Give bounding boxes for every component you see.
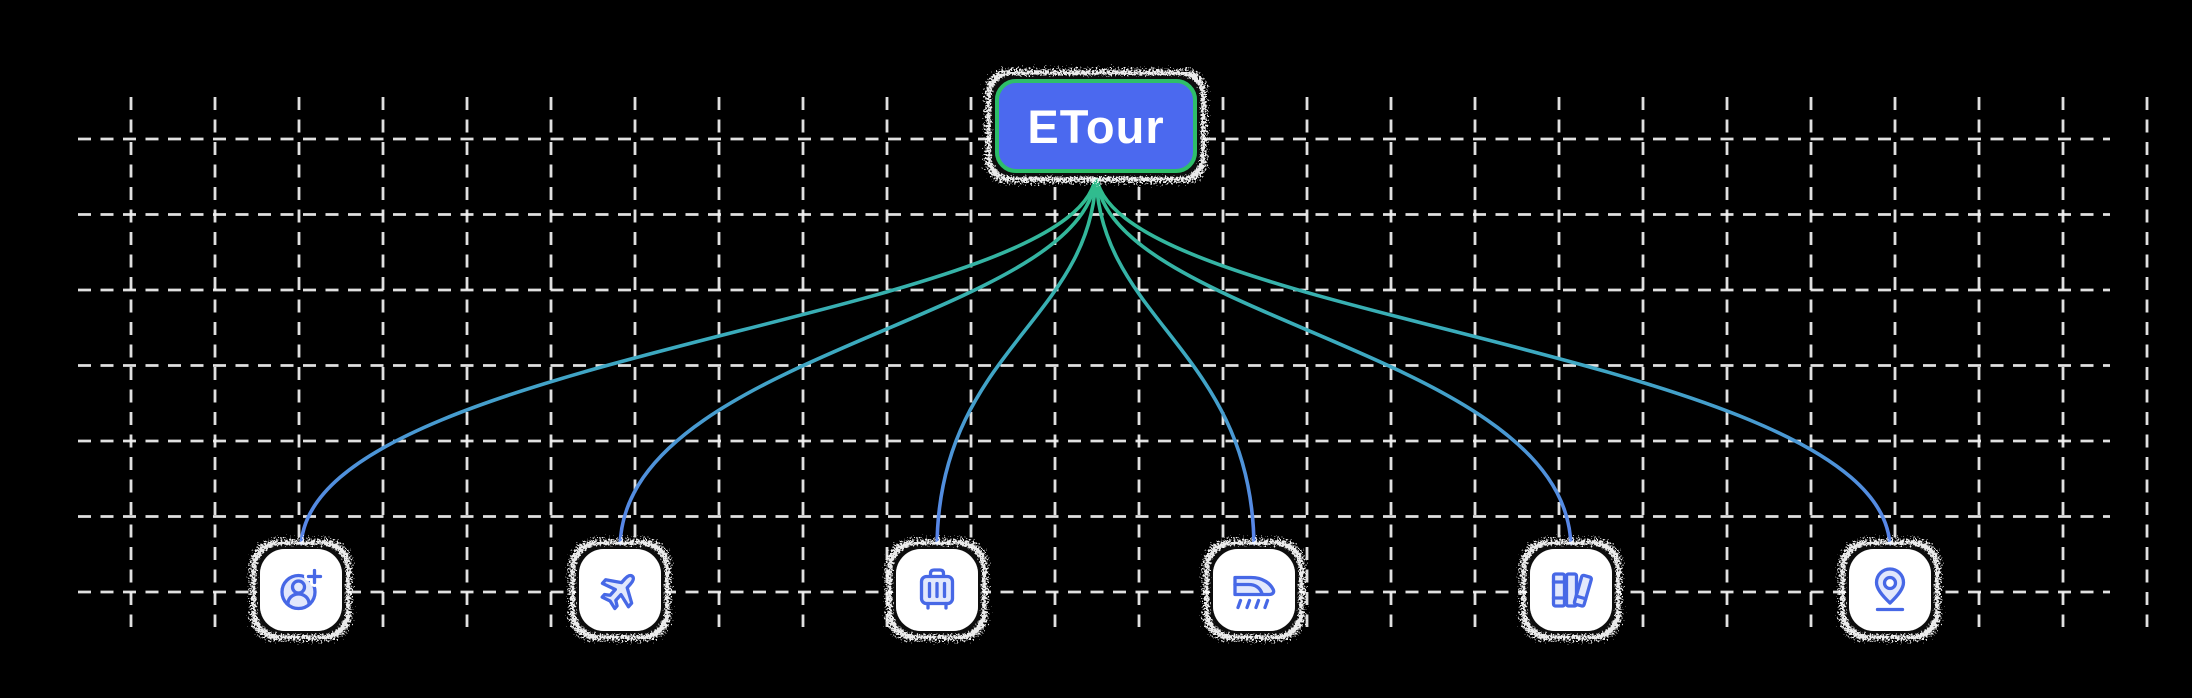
books-icon: [1551, 572, 1594, 608]
edge-line: [1094, 169, 1573, 551]
airplane-icon: [600, 573, 635, 611]
node-card-airplane[interactable]: [579, 549, 661, 631]
edge-line: [299, 169, 1098, 551]
map-pin-icon: [1874, 567, 1906, 612]
edge-line: [618, 169, 1098, 551]
user-plus-icon: [280, 566, 325, 611]
root-node-box[interactable]: [995, 79, 1197, 173]
train-icon: [1233, 575, 1276, 610]
grid: [78, 97, 2149, 627]
edge-line: [935, 169, 1098, 551]
edges: [299, 169, 1892, 551]
root-node-label: ETour: [1027, 100, 1164, 153]
edge-line: [1094, 169, 1892, 551]
node-card-books[interactable]: [1530, 549, 1612, 631]
edge-line: [1094, 169, 1256, 551]
suitcase-icon: [919, 568, 955, 610]
root-node[interactable]: ETour: [995, 79, 1197, 173]
node-card-user-plus[interactable]: [260, 549, 342, 631]
node-card-suitcase[interactable]: [896, 549, 978, 631]
node-card-train[interactable]: [1213, 549, 1295, 631]
node-card-map-pin[interactable]: [1849, 549, 1931, 631]
